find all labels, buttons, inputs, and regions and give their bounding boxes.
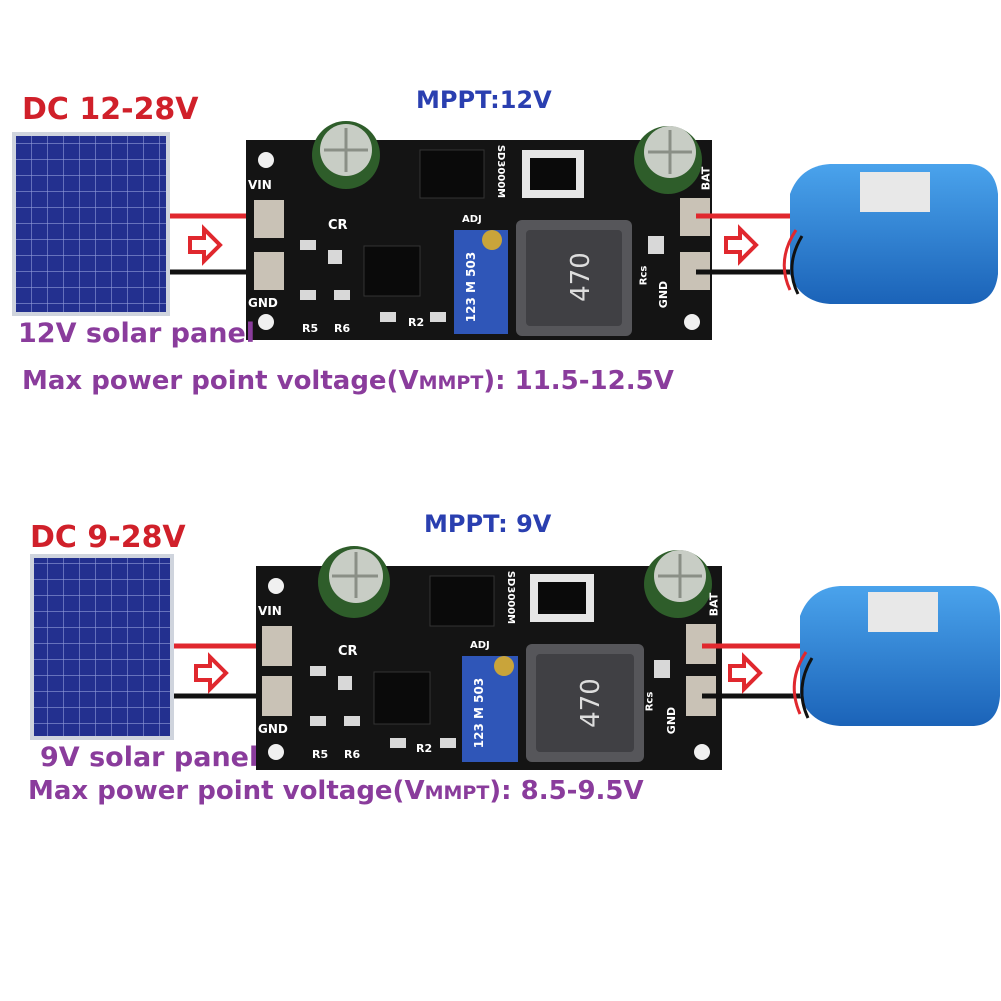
diagram-12v-graphics bbox=[12, 121, 998, 340]
adj-label: ADJ bbox=[462, 214, 482, 225]
bat-label: BAT bbox=[699, 166, 713, 191]
diagram-9v-graphics bbox=[30, 546, 1000, 770]
gnd-label: GND bbox=[258, 722, 288, 736]
vmp-suffix: ): 8.5-9.5V bbox=[489, 776, 644, 806]
pcb-board bbox=[246, 121, 712, 340]
r2-label: R2 bbox=[408, 316, 425, 329]
max-power-voltage: Max power point voltage(VMMPT): 11.5-12.… bbox=[22, 366, 674, 396]
gnd2-label: GND bbox=[665, 706, 679, 735]
mppt-voltage: MPPT:12V bbox=[416, 86, 552, 114]
vmp-suffix: ): 11.5-12.5V bbox=[483, 366, 674, 396]
gnd-label: GND bbox=[248, 296, 278, 310]
r6-label: R6 bbox=[334, 322, 351, 335]
input-wires bbox=[170, 213, 255, 275]
input-voltage-range: DC 12-28V bbox=[22, 92, 199, 127]
diagram-9v: DC 9-28V MPPT: 9V VIN GND CR ADJ R5 R6 R… bbox=[0, 420, 1001, 840]
diagram-12v: DC 12-28V MPPT:12V VIN GND CR ADJ R5 R6 … bbox=[0, 0, 1001, 420]
inductor-value: 470 bbox=[575, 678, 606, 728]
arrow-icon bbox=[188, 224, 223, 266]
rcs-label: Rcs bbox=[638, 265, 650, 286]
solar-panel bbox=[12, 132, 170, 316]
chip-marking: SD3000M bbox=[505, 570, 517, 625]
vin-label: VIN bbox=[258, 604, 282, 618]
solar-panel-label: 12V solar panel bbox=[18, 318, 256, 349]
r5-label: R5 bbox=[302, 322, 319, 335]
vmp-sub: MMPT bbox=[424, 782, 490, 804]
chip-marking: SD3000M bbox=[495, 144, 507, 199]
gnd2-label: GND bbox=[657, 280, 671, 309]
output-wires bbox=[702, 643, 806, 699]
cr-label: CR bbox=[338, 644, 358, 659]
arrow-icon bbox=[728, 652, 763, 694]
arrow-icon bbox=[724, 224, 759, 266]
r5-label: R5 bbox=[312, 748, 329, 761]
cr-label: CR bbox=[328, 218, 348, 233]
r2-label: R2 bbox=[416, 742, 433, 755]
pot-code: 123 M 503 bbox=[464, 251, 479, 323]
battery-pack bbox=[792, 586, 1000, 726]
vin-label: VIN bbox=[248, 178, 272, 192]
arrow-icon bbox=[194, 652, 229, 694]
input-wires bbox=[174, 643, 264, 699]
bat-label: BAT bbox=[707, 592, 721, 617]
inductor-value: 470 bbox=[565, 252, 596, 302]
output-wires bbox=[696, 213, 800, 275]
max-power-voltage: Max power point voltage(VMMPT): 8.5-9.5V bbox=[28, 776, 644, 806]
pot-code: 123 M 503 bbox=[472, 677, 487, 749]
r6-label: R6 bbox=[344, 748, 361, 761]
vmp-prefix: Max power point voltage(V bbox=[28, 776, 425, 806]
pcb-board bbox=[256, 546, 722, 770]
solar-panel bbox=[30, 554, 174, 740]
input-voltage-range: DC 9-28V bbox=[30, 520, 186, 555]
adj-label: ADJ bbox=[470, 640, 490, 651]
battery-pack bbox=[782, 164, 998, 304]
solar-panel-label: 9V solar panel bbox=[40, 742, 259, 773]
vmp-prefix: Max power point voltage(V bbox=[22, 366, 419, 396]
rcs-label: Rcs bbox=[644, 691, 656, 712]
vmp-sub: MMPT bbox=[418, 372, 484, 394]
mppt-voltage: MPPT: 9V bbox=[424, 510, 552, 538]
